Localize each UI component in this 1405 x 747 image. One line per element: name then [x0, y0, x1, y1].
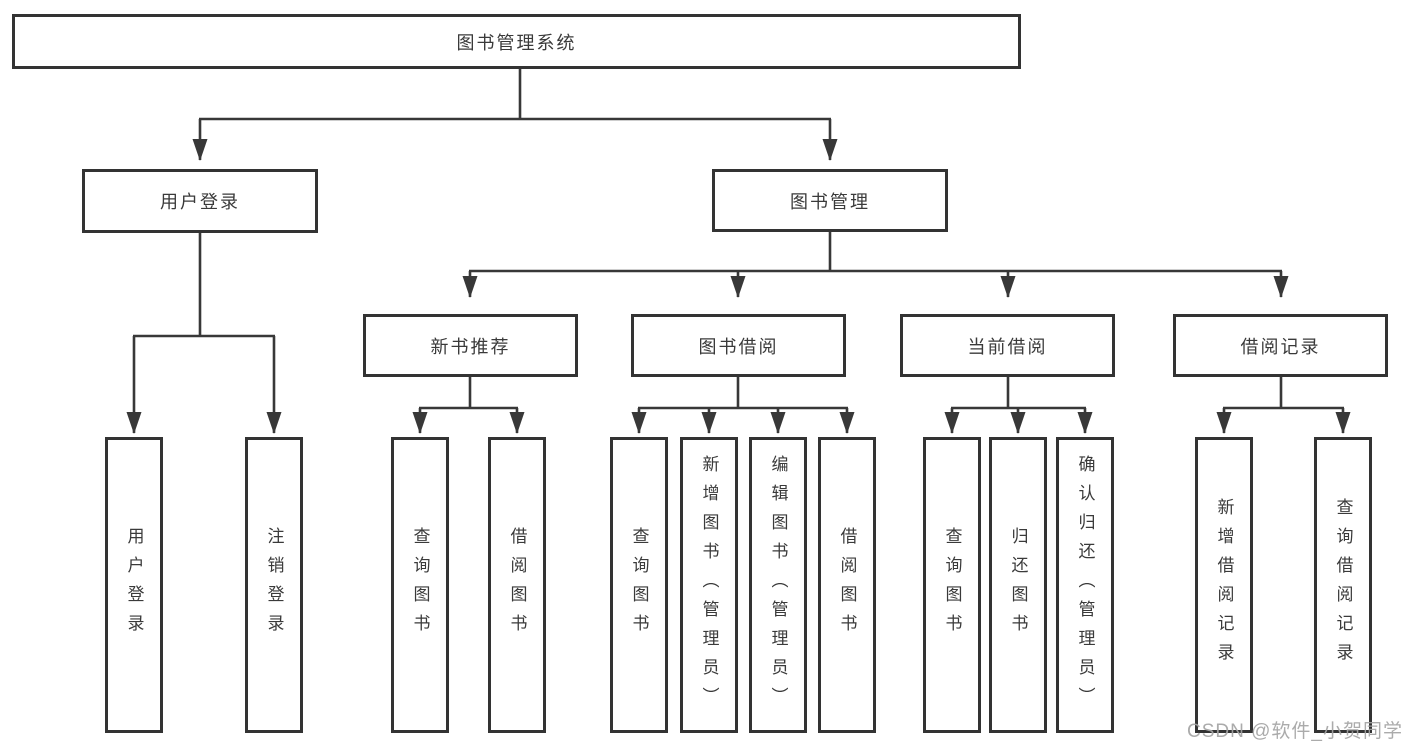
- node-book-management: 图书管理: [712, 169, 948, 232]
- node-new-book-recommend: 新书推荐: [363, 314, 578, 377]
- connector-current-borrow-children: [944, 377, 1093, 434]
- leaf-current-return-books: 归还图书: [989, 437, 1047, 733]
- csdn-watermark: CSDN @软件_小贺同学: [1187, 721, 1403, 742]
- leaf-recommend-query-books: 查询图书: [391, 437, 449, 733]
- node-library-management-system: 图书管理系统: [12, 14, 1021, 69]
- connector-new-book-recommend-children: [412, 377, 525, 434]
- connector-borrow-records-children: [1216, 377, 1351, 434]
- node-user-login: 用户登录: [82, 169, 318, 233]
- leaf-recommend-borrow-books: 借阅图书: [488, 437, 546, 733]
- node-borrow-records: 借阅记录: [1173, 314, 1388, 377]
- node-book-borrow: 图书借阅: [631, 314, 846, 377]
- leaf-borrow-borrow-books: 借阅图书: [818, 437, 876, 733]
- leaf-user-login: 用户登录: [105, 437, 163, 733]
- leaf-current-confirm-return-admin: 确认归还（管理员）: [1056, 437, 1114, 733]
- leaf-records-add-borrow-record: 新增借阅记录: [1195, 437, 1253, 733]
- leaf-logout: 注销登录: [245, 437, 303, 733]
- leaf-records-query-borrow-record: 查询借阅记录: [1314, 437, 1372, 733]
- leaf-borrow-edit-books-admin: 编辑图书（管理员）: [749, 437, 807, 733]
- leaf-borrow-add-books-admin: 新增图书（管理员）: [680, 437, 738, 733]
- leaf-current-query-books: 查询图书: [923, 437, 981, 733]
- node-current-borrow: 当前借阅: [900, 314, 1115, 377]
- connector-user-login-children: [126, 233, 282, 434]
- connector-book-borrow-children: [631, 377, 855, 434]
- connector-root-to-level2: [192, 69, 838, 161]
- connector-book-management-children: [462, 232, 1289, 298]
- leaf-borrow-query-books: 查询图书: [610, 437, 668, 733]
